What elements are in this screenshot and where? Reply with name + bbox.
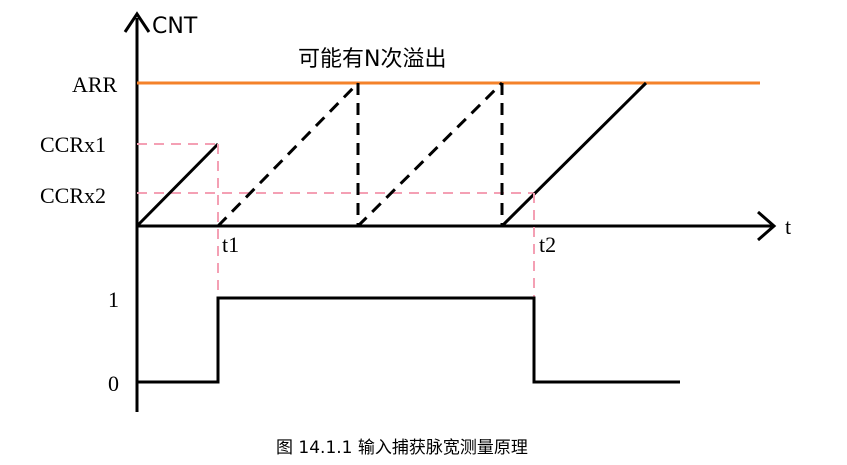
arr-label: ARR — [72, 72, 118, 97]
t2-label: t2 — [539, 232, 556, 257]
ccrx1-label: CCRx1 — [40, 132, 106, 157]
overflow-annotation: 可能有N次溢出 — [298, 47, 446, 72]
counter-ramp-initial — [135, 142, 220, 228]
level-low-label: 0 — [108, 371, 119, 396]
counter-ramp-overflow-2 — [356, 81, 504, 228]
t1-label: t1 — [222, 232, 239, 257]
figure-caption: 图 14.1.1 输入捕获脉宽测量原理 — [276, 438, 528, 458]
y-axis — [123, 11, 151, 412]
x-axis-label: t — [785, 214, 791, 239]
counter-ramp-overflow-1 — [216, 81, 360, 228]
y-axis-label: CNT — [152, 14, 198, 39]
ccrx2-label: CCRx2 — [40, 183, 106, 208]
x-axis — [137, 210, 777, 242]
level-high-label: 1 — [108, 287, 119, 312]
input-pulse-waveform — [137, 296, 680, 384]
counter-ramp-final — [500, 81, 648, 228]
